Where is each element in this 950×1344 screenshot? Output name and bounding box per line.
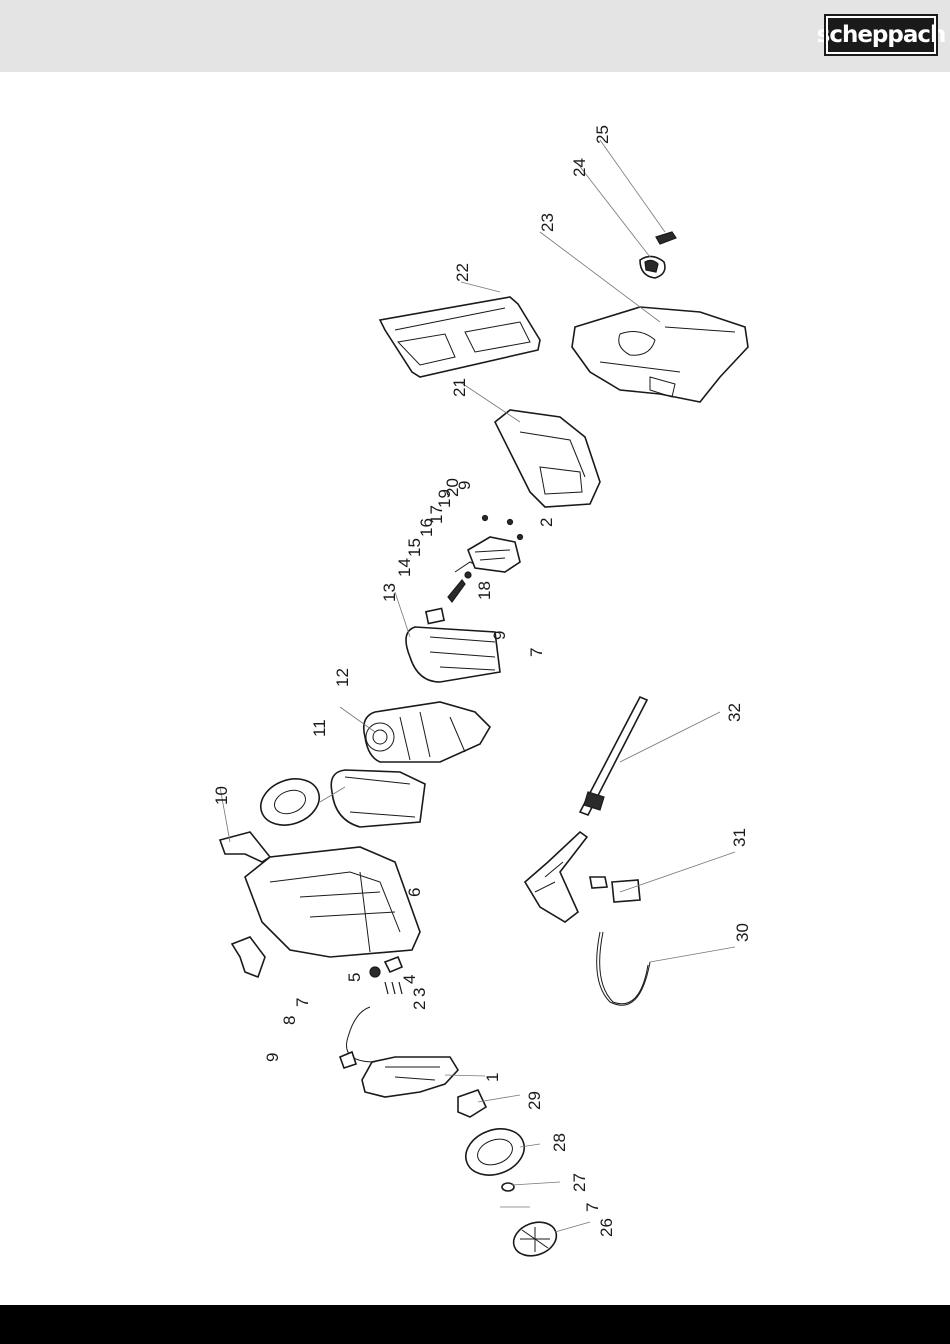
spray-gun	[525, 832, 587, 922]
label-7c: 7	[583, 1203, 602, 1212]
label-25: 25	[593, 125, 612, 144]
exploded-view-svg: 1 2 3 4 5 6 7 8 9 10 11 12 13 14 15 16 1…	[0, 72, 950, 1305]
header-band	[0, 0, 950, 72]
part-21-top-cover	[495, 410, 600, 507]
scheppach-logo: scheppach	[826, 16, 936, 54]
part-31-nozzle	[590, 877, 640, 902]
label-30: 30	[733, 923, 752, 942]
label-9: 9	[263, 1053, 282, 1062]
part-8-hook	[232, 937, 265, 977]
label-15: 15	[405, 538, 424, 557]
part-10-bracket	[220, 832, 270, 862]
part-22-handle	[380, 297, 540, 377]
part-12-motor-pump	[364, 702, 490, 762]
label-8: 8	[280, 1016, 299, 1025]
part-19-20-bracket	[468, 516, 523, 573]
label-6: 6	[405, 888, 424, 897]
label-5: 5	[345, 973, 364, 982]
label-10: 10	[212, 786, 231, 805]
part-32-spray-lance	[580, 697, 647, 815]
label-31: 31	[730, 828, 749, 847]
label-2: 2	[410, 1001, 429, 1010]
label-4: 4	[400, 975, 419, 984]
label-11: 11	[310, 719, 329, 737]
label-3: 3	[410, 988, 429, 997]
label-7b: 7	[527, 648, 546, 657]
label-32: 32	[725, 703, 744, 722]
part-14-switch	[426, 608, 444, 623]
part-25-clip	[656, 232, 676, 244]
footer-band	[0, 1305, 950, 1344]
part-30-hose	[597, 932, 650, 1005]
label-26: 26	[597, 1218, 616, 1237]
part-26-hubcap	[509, 1216, 561, 1261]
part-28-wheel	[459, 1121, 530, 1183]
label-27: 27	[570, 1173, 589, 1192]
label-28: 28	[550, 1133, 569, 1152]
power-cord	[340, 1007, 375, 1068]
label-22: 22	[453, 263, 472, 282]
part-11-motor-cover	[331, 770, 425, 827]
part-1-front-housing	[362, 1057, 458, 1097]
part-23-rear-housing	[572, 307, 748, 402]
part-6-base-chassis	[245, 847, 420, 957]
label-21: 21	[450, 378, 469, 397]
label-24: 24	[570, 158, 589, 177]
exploded-parts-diagram: 1 2 3 4 5 6 7 8 9 10 11 12 13 14 15 16 1…	[0, 72, 950, 1305]
parts-2-5-fittings	[370, 957, 402, 994]
part-15-spring	[448, 580, 465, 602]
label-13: 13	[380, 583, 399, 602]
part-27-washer	[502, 1183, 514, 1191]
part-13-switch-housing	[406, 627, 500, 682]
callout-numbers: 1 2 3 4 5 6 7 8 9 10 11 12 13 14 15 16 1…	[212, 125, 752, 1237]
label-9c: 9	[455, 481, 474, 490]
label-29: 29	[525, 1091, 544, 1110]
label-1: 1	[483, 1073, 502, 1082]
label-7: 7	[293, 998, 312, 1007]
part-24-knob	[640, 256, 665, 278]
label-23: 23	[538, 213, 557, 232]
round-cover	[254, 771, 325, 833]
label-9b: 9	[490, 631, 509, 640]
label-2b: 2	[537, 518, 556, 527]
part-29-axle-mount	[458, 1090, 486, 1117]
label-12: 12	[333, 668, 352, 687]
label-14: 14	[395, 558, 414, 577]
label-18: 18	[475, 581, 494, 600]
